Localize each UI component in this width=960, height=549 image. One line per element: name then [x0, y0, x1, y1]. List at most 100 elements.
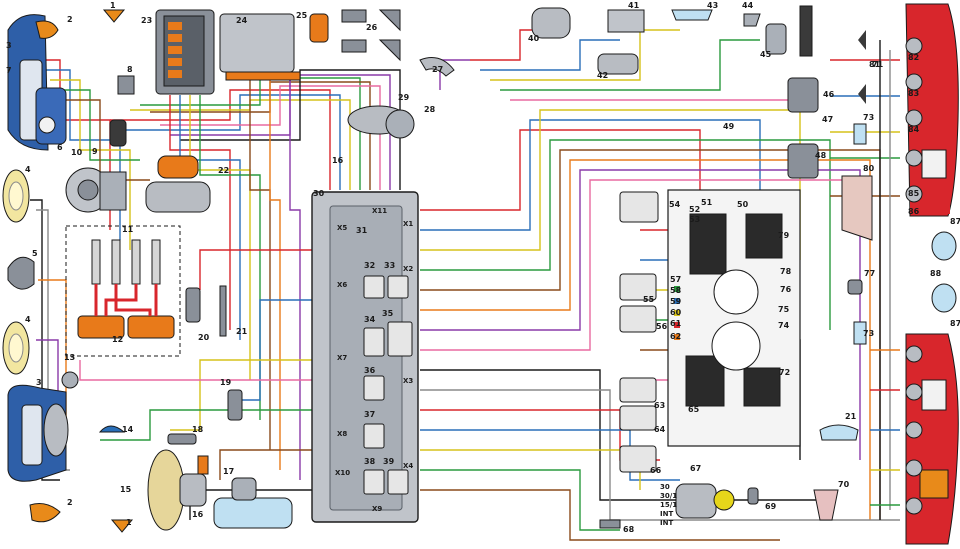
component-label-c44: 44 [742, 1, 754, 10]
component-label-c82: 82 [908, 53, 919, 62]
component-label-c25: 25 [296, 11, 308, 20]
component-label-c63: 63 [654, 401, 665, 410]
connector-label-x5: X5 [337, 224, 347, 232]
component-label-c71: 71 [872, 60, 884, 69]
component-label-c3a: 3 [6, 41, 12, 50]
connector-label-x7: X7 [337, 354, 347, 362]
component-label-c19: 19 [220, 378, 232, 387]
component-label-c73b: 73 [863, 329, 874, 338]
component-label-c37: 37 [364, 410, 375, 419]
connector-label-x1: X1 [403, 220, 413, 228]
component-label-c16b: 16 [192, 510, 204, 519]
component-label-c48: 48 [815, 151, 827, 160]
component-label-c60: 60 [670, 308, 682, 317]
component-label-c16a: 16 [332, 156, 344, 165]
component-label-c74: 74 [778, 321, 790, 330]
component-label-c20: 20 [198, 333, 210, 342]
component-label-c52: 52 [689, 205, 700, 214]
component-label-c59: 59 [670, 297, 682, 306]
component-label-c2a: 2 [67, 15, 73, 24]
component-label-c53: 53 [689, 215, 700, 224]
component-label-c80: 80 [863, 164, 875, 173]
component-label-c81: 81 [869, 60, 881, 69]
connector-label-x6: X6 [337, 281, 347, 289]
component-label-c43: 43 [707, 1, 718, 10]
connector-label-x10: X10 [335, 469, 350, 477]
component-label-c64: 64 [654, 425, 666, 434]
component-label-c83: 83 [908, 89, 919, 98]
component-label-c6: 6 [57, 143, 63, 152]
component-label-c24: 24 [236, 16, 248, 25]
component-label-c79: 79 [778, 231, 790, 240]
component-label-c47: 47 [822, 115, 833, 124]
engine-components [61, 9, 293, 533]
component-label-c27: 27 [432, 65, 443, 74]
connector-label-x8: X8 [337, 430, 347, 438]
fuse-and-relay-blocks [155, 9, 455, 139]
component-label-c4a: 4 [25, 165, 31, 174]
component-label-c30: 30 [313, 189, 325, 198]
component-label-c73a: 73 [863, 113, 874, 122]
component-label-c3b: 3 [36, 378, 42, 387]
component-label-c84: 84 [908, 125, 920, 134]
component-label-c1b: 1 [126, 518, 132, 527]
connector-label-x11: X11 [372, 207, 387, 215]
component-label-c4b: 4 [25, 315, 31, 324]
component-label-c67: 67 [690, 464, 701, 473]
component-label-c56: 56 [656, 322, 668, 331]
component-label-c18: 18 [192, 425, 204, 434]
connector-label-x4: X4 [403, 462, 413, 470]
component-label-c31: 31 [356, 226, 368, 235]
component-label-c61: 61 [670, 319, 682, 328]
component-label-c17: 17 [223, 467, 234, 476]
component-label-c22: 22 [218, 166, 229, 175]
component-label-c14: 14 [122, 425, 134, 434]
component-label-c75: 75 [778, 305, 790, 314]
component-label-c57: 57 [670, 275, 681, 284]
component-label-c39: 39 [383, 457, 395, 466]
component-label-c49: 49 [723, 122, 735, 131]
component-label-c28: 28 [424, 105, 436, 114]
component-label-c50: 50 [737, 200, 749, 209]
component-label-c9: 9 [92, 147, 98, 156]
ignition-terminal-0: 30 [660, 483, 670, 491]
ignition-terminal-1: 30/1 [660, 492, 677, 500]
component-label-c34: 34 [364, 315, 376, 324]
component-label-c85: 85 [908, 189, 920, 198]
component-label-c21a: 21 [236, 327, 248, 336]
dashboard-components [531, 5, 873, 529]
central-block [311, 191, 419, 523]
component-label-c46: 46 [823, 90, 835, 99]
component-label-c13: 13 [64, 353, 75, 362]
component-label-c33: 33 [384, 261, 395, 270]
component-label-c2b: 2 [67, 498, 73, 507]
ignition-terminal-2: 15/1 [660, 501, 677, 509]
component-label-c77: 77 [864, 269, 875, 278]
front-left-lamps [2, 14, 69, 523]
component-label-c23: 23 [141, 16, 152, 25]
component-label-c69: 69 [765, 502, 777, 511]
component-label-c38: 38 [364, 457, 376, 466]
component-label-c62: 62 [670, 332, 681, 341]
component-label-c41: 41 [628, 1, 640, 10]
component-label-c88: 88 [930, 269, 942, 278]
component-label-c7: 7 [6, 66, 12, 75]
component-label-c12: 12 [112, 335, 123, 344]
component-label-c70: 70 [838, 480, 850, 489]
component-label-c29: 29 [398, 93, 410, 102]
component-label-c1a: 1 [110, 1, 116, 10]
component-label-c32: 32 [364, 261, 375, 270]
component-label-c42: 42 [597, 71, 608, 80]
component-label-c54: 54 [669, 200, 681, 209]
component-label-c36: 36 [364, 366, 376, 375]
component-label-c15: 15 [120, 485, 132, 494]
component-label-c5: 5 [32, 249, 38, 258]
ignition-terminal-4: INT [660, 519, 673, 527]
component-label-c68: 68 [623, 525, 635, 534]
component-label-c10: 10 [71, 148, 83, 157]
